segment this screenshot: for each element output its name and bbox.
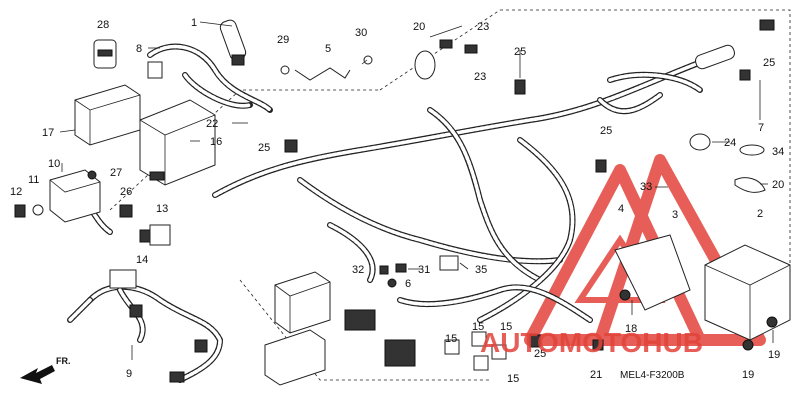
callout: 13: [156, 203, 168, 215]
callout: 3: [672, 209, 678, 221]
callout: 22: [206, 118, 218, 130]
callout: 25: [258, 142, 270, 154]
callout: 33: [640, 181, 652, 193]
callout: 29: [277, 34, 289, 46]
callout: 19: [768, 349, 780, 361]
callout: 12: [10, 186, 22, 198]
callout: 11: [28, 174, 39, 186]
callout: 15: [507, 373, 519, 385]
front-arrow: FR.: [20, 356, 71, 384]
callout: 14: [136, 254, 148, 266]
callout: 20: [413, 21, 425, 33]
callout: 7: [758, 122, 764, 134]
watermark-text: AUTOMOTOHUB: [480, 327, 703, 358]
callout: 18: [625, 323, 637, 335]
wire-harness: [67, 43, 723, 383]
callout: 30: [355, 27, 367, 39]
callout: 15: [500, 321, 512, 333]
callout: 15: [445, 333, 457, 345]
callout: 6: [405, 278, 411, 290]
callout: 17: [42, 127, 54, 139]
callout: 32: [352, 264, 364, 276]
callout: 24: [724, 137, 736, 149]
callout: 21: [590, 369, 602, 381]
front-label: FR.: [56, 356, 71, 366]
callout: 35: [475, 264, 487, 276]
callout: 25: [600, 125, 612, 137]
callout: 31: [418, 264, 430, 276]
callout: 1: [191, 17, 197, 29]
callout: 23: [474, 71, 486, 83]
callout: 23: [477, 21, 489, 33]
diagram-code: MEL4-F3200B: [620, 370, 685, 381]
callout: 4: [618, 203, 624, 215]
callout: 16: [210, 136, 222, 148]
callout: 20: [772, 179, 784, 191]
callout: 27: [110, 167, 122, 179]
callout: 25: [514, 46, 526, 58]
callout: 34: [772, 146, 784, 158]
components: [14, 19, 791, 386]
callout: 2: [757, 208, 763, 220]
callout: 9: [126, 368, 132, 380]
leader-lines: [59, 21, 774, 360]
callout: 25: [763, 57, 775, 69]
callout: 8: [136, 43, 142, 55]
callout-labels: 28 1 8 29 5 30 20 23 23 25 25 7 17 16 22…: [10, 17, 784, 385]
callout: 19: [742, 369, 754, 381]
callout: 15: [472, 321, 484, 333]
callout: 26: [120, 186, 132, 198]
callout: 10: [48, 158, 60, 170]
callout: 28: [97, 19, 109, 31]
callout: 25: [534, 348, 546, 360]
callout: 5: [325, 43, 331, 55]
